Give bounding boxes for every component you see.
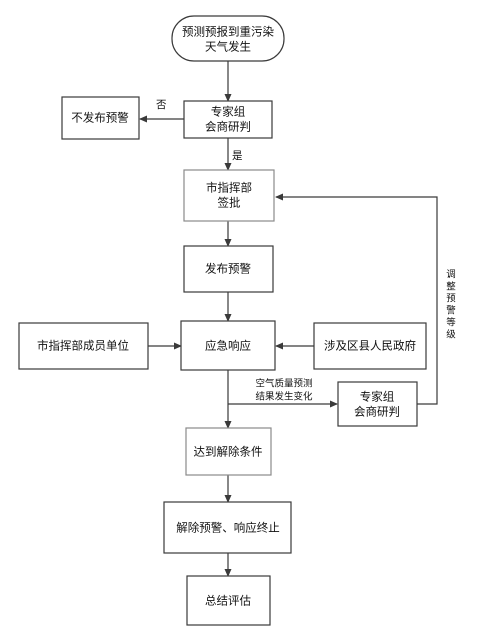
node-summary: 总结评估 [186, 575, 271, 626]
edge-expert2-feedback-to-approval [275, 193, 438, 405]
node-no-warning: 不发布预警 [61, 96, 140, 140]
node-district-gov: 涉及区县人民政府 [313, 322, 427, 370]
node-start: 预测预报到重污染 天气发生 [171, 15, 285, 62]
node-start-line-2: 天气发生 [205, 40, 251, 54]
node-city-hq-members: 市指挥部成员单位 [18, 322, 149, 370]
node-reach-lift-condition-label: 达到解除条件 [194, 445, 263, 459]
node-city-hq-approval-line-1: 市指挥部 [206, 181, 252, 195]
node-emergency-response: 应急响应 [180, 320, 276, 371]
node-city-hq-members-label: 市指挥部成员单位 [37, 339, 129, 353]
edge-label-aq-change-line-1: 空气质量预测 [255, 378, 312, 390]
node-lift-warning: 解除预警、响应终止 [163, 501, 292, 554]
node-city-hq-approval: 市指挥部 签批 [183, 169, 275, 222]
edge-label-adjust-level-char-3: 预 [446, 294, 456, 305]
node-expert-review-2-line-2: 会商研判 [354, 405, 400, 419]
node-district-gov-label: 涉及区县人民政府 [324, 339, 416, 353]
node-expert-review-2-line-1: 专家组 [360, 390, 395, 404]
node-expert-review-1-line-1: 专家组 [211, 105, 246, 119]
node-no-warning-label: 不发布预警 [71, 111, 129, 125]
node-lift-warning-label: 解除预警、响应终止 [176, 521, 280, 535]
node-expert-review-1: 专家组 会商研判 [183, 100, 273, 139]
node-city-hq-approval-line-2: 签批 [218, 196, 241, 210]
edge-label-adjust-level-char-4: 警 [446, 305, 456, 317]
node-start-line-1: 预测预报到重污染 [182, 25, 274, 39]
edge-label-no: 否 [156, 99, 167, 111]
node-emergency-response-label: 应急响应 [205, 339, 251, 353]
edge-label-adjust-level: 调 整 预 警 等 级 [446, 270, 456, 341]
edge-label-adjust-level-char-5: 等 [446, 317, 456, 329]
node-reach-lift-condition: 达到解除条件 [185, 427, 272, 476]
edge-label-adjust-level-char-6: 级 [446, 329, 456, 341]
node-publish-warning: 发布预警 [183, 245, 274, 293]
node-expert-review-1-line-2: 会商研判 [205, 120, 251, 134]
node-publish-warning-label: 发布预警 [205, 262, 251, 276]
edge-label-adjust-level-char-1: 调 [446, 270, 456, 281]
node-expert-review-2: 专家组 会商研判 [337, 381, 418, 427]
edge-label-yes: 是 [232, 150, 243, 162]
edge-label-aq-change-line-2: 结果发生变化 [255, 391, 313, 403]
node-summary-label: 总结评估 [205, 594, 251, 608]
edge-label-adjust-level-char-2: 整 [446, 281, 456, 293]
